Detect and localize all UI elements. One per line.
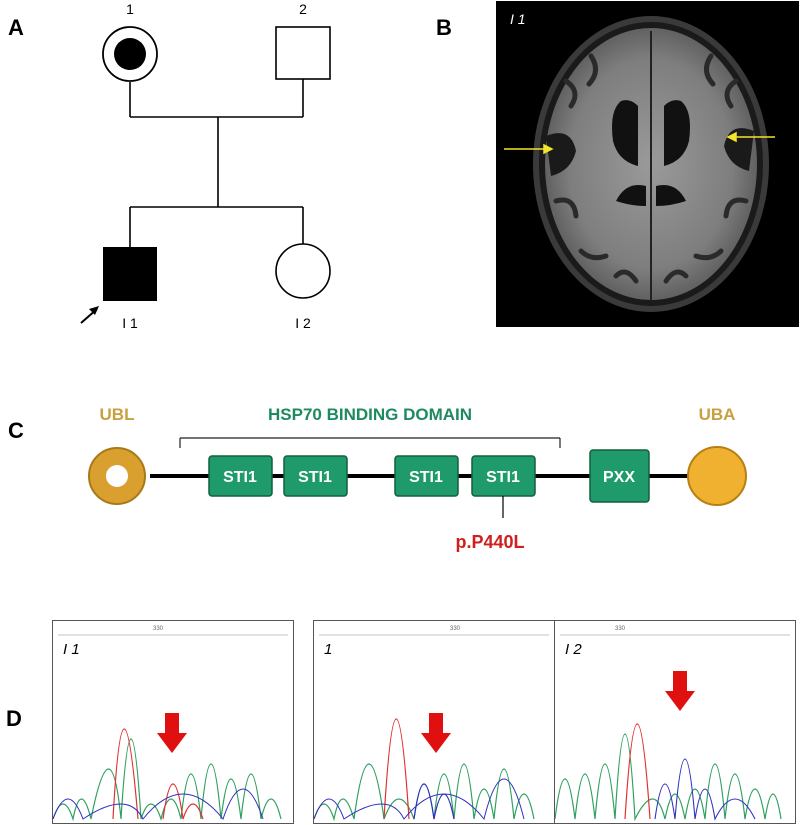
father-symbol xyxy=(275,26,331,80)
chromatogram-trace-1: 330 xyxy=(53,626,288,822)
svg-text:STI1: STI1 xyxy=(223,469,257,486)
daughter-label: I 2 xyxy=(295,315,311,331)
binding-domain-bracket xyxy=(179,437,561,448)
chromatogram-label-3: I 2 xyxy=(565,641,582,658)
binding-domain-label: HSP70 BINDING DOMAIN xyxy=(268,405,472,424)
chromatogram-2: 330 1 xyxy=(313,620,555,824)
ubl-label: UBL xyxy=(100,405,135,424)
arrow-2 xyxy=(421,713,451,753)
panel-label-a: A xyxy=(8,15,24,40)
chromatogram-trace-3: 330 xyxy=(555,626,790,822)
mother-number: 1 xyxy=(126,1,134,17)
panel-label-d: D xyxy=(6,706,22,731)
svg-text:330: 330 xyxy=(615,626,626,632)
ubl-hole xyxy=(106,465,128,487)
arrow-3 xyxy=(665,671,695,711)
chromatogram-3: 330 I 2 xyxy=(554,620,796,824)
carrier-dot xyxy=(114,38,146,70)
proband-arrow xyxy=(80,306,99,324)
mri-label: I 1 xyxy=(510,11,526,27)
mri-arrow-right xyxy=(726,131,775,143)
uba-label: UBA xyxy=(699,405,736,424)
panel-label-c: C xyxy=(8,418,24,443)
svg-text:PXX: PXX xyxy=(603,469,635,486)
chromatogram-1: 330 I 1 xyxy=(52,620,294,824)
mri-drawing xyxy=(504,16,775,312)
svg-text:STI1: STI1 xyxy=(298,469,332,486)
sti1-domain-3: STI1 xyxy=(394,455,459,497)
panel-label-b: B xyxy=(436,15,452,40)
mri-image: I 1 xyxy=(496,1,799,327)
pxx-domain: PXX xyxy=(589,449,650,503)
sti1-domain-1: STI1 xyxy=(208,455,273,497)
svg-text:330: 330 xyxy=(450,626,461,632)
svg-text:330: 330 xyxy=(153,626,164,632)
uba-domain xyxy=(687,446,747,506)
pedigree-chart: 1 2 I 1 I 2 xyxy=(80,1,331,331)
father-number: 2 xyxy=(299,1,307,17)
proband-label: I 1 xyxy=(122,315,138,331)
proband-symbol xyxy=(103,247,157,301)
sti1-domain-2: STI1 xyxy=(283,455,348,497)
chromatogram-trace-2: 330 xyxy=(314,626,549,822)
svg-text:STI1: STI1 xyxy=(409,469,443,486)
svg-text:STI1: STI1 xyxy=(486,469,520,486)
chromatogram-label-2: 1 xyxy=(324,641,333,658)
sti1-domain-4: STI1 xyxy=(471,455,536,497)
protein-diagram: HSP70 BINDING DOMAIN UBL UBA STI1 STI1 S… xyxy=(88,405,747,552)
daughter-symbol xyxy=(275,243,331,299)
arrow-1 xyxy=(157,713,187,753)
chromatogram-label-1: I 1 xyxy=(63,641,80,658)
mri-arrow-left xyxy=(504,143,554,155)
variant-label: p.P440L xyxy=(455,532,524,552)
